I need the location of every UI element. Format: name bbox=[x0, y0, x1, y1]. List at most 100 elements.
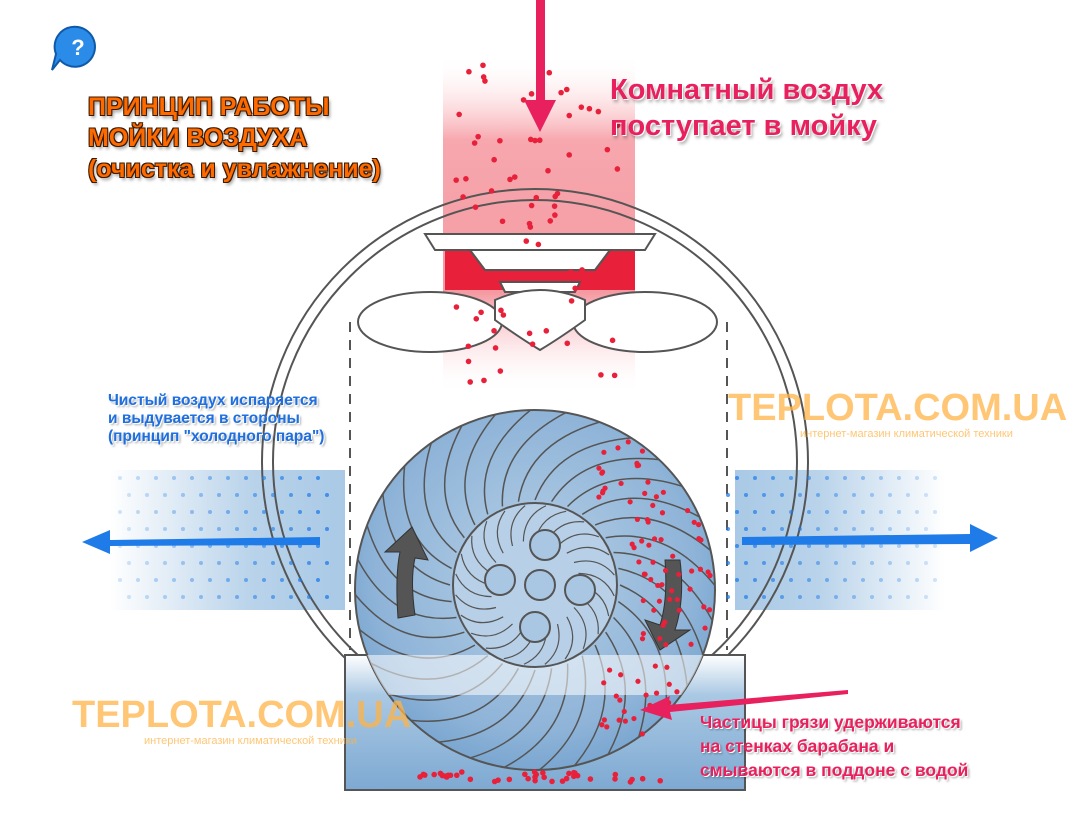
clean-air-droplet bbox=[897, 510, 901, 514]
clean-air-droplet bbox=[262, 510, 266, 514]
drum-blade bbox=[517, 419, 608, 502]
dirt-particle bbox=[664, 664, 670, 670]
dirt-particle bbox=[572, 285, 579, 292]
hub-blade bbox=[455, 573, 492, 598]
watermark-site: TEPLOTA.COM.UA bbox=[72, 694, 412, 736]
clean-air-droplet bbox=[316, 578, 320, 582]
clean-air-droplet bbox=[780, 527, 784, 531]
clean-air-droplet bbox=[888, 527, 892, 531]
dirt-particle bbox=[689, 568, 695, 574]
dirt-particle bbox=[702, 625, 708, 631]
dirt-particle bbox=[546, 69, 553, 76]
clean-air-droplet bbox=[888, 595, 892, 599]
dirt-particle bbox=[475, 133, 481, 140]
dirt-particle bbox=[465, 358, 472, 365]
dirt-particle bbox=[471, 140, 478, 146]
dirt-particle bbox=[460, 194, 466, 200]
clean-air-droplet bbox=[307, 595, 311, 599]
clean-air-droplet bbox=[235, 493, 239, 497]
drum-blade bbox=[581, 497, 708, 522]
clean-air-droplet bbox=[735, 578, 739, 582]
title-line: (очистка и увлажнение) bbox=[88, 155, 381, 183]
dirt-particle bbox=[601, 680, 607, 686]
dirt-particle bbox=[676, 571, 682, 578]
dirt-particle bbox=[443, 774, 450, 780]
clean-air-droplet bbox=[807, 578, 811, 582]
dirt-particle bbox=[566, 152, 573, 158]
clean-air-droplet bbox=[771, 544, 775, 548]
dirt-particle bbox=[635, 678, 641, 684]
clean-air-droplet bbox=[262, 578, 266, 582]
dirt-particle bbox=[660, 489, 666, 495]
dirt-particle bbox=[602, 485, 608, 491]
dirt-particle bbox=[529, 341, 536, 347]
title-line: МОЙКИ ВОЗДУХА bbox=[88, 124, 308, 152]
clean-air-droplet bbox=[118, 510, 122, 514]
dirt-particle bbox=[481, 377, 487, 384]
clean-air-droplet bbox=[127, 561, 131, 565]
dirt-particle bbox=[639, 448, 646, 454]
dirt-particle bbox=[498, 307, 504, 314]
clean-air-droplet bbox=[298, 578, 302, 582]
drum-blade bbox=[550, 457, 668, 503]
dirt-particle bbox=[652, 663, 658, 669]
clean-air-droplet bbox=[253, 561, 257, 565]
clean-air-droplet bbox=[163, 527, 167, 531]
dirt-particle bbox=[656, 598, 663, 604]
hub-blade bbox=[510, 505, 526, 547]
dirt-particle bbox=[563, 86, 570, 93]
dirt-label: Частицы грязи удерживаются на стенках ба… bbox=[700, 710, 968, 782]
dirt-particle bbox=[437, 770, 444, 777]
clean-air-droplet bbox=[271, 561, 275, 565]
clean-air-droplet bbox=[163, 493, 167, 497]
clean-air-droplet bbox=[744, 493, 748, 497]
clean-air-droplet bbox=[145, 561, 149, 565]
clean-air-droplet bbox=[825, 578, 829, 582]
clean-air-droplet bbox=[163, 595, 167, 599]
clean-air-droplet bbox=[870, 493, 874, 497]
clean-air-droplet bbox=[762, 493, 766, 497]
clean-air-droplet bbox=[298, 476, 302, 480]
dirt-particle bbox=[697, 566, 704, 572]
drum-blade bbox=[594, 516, 715, 557]
clean-air-droplet bbox=[208, 578, 212, 582]
intake-line: Комнатный воздух bbox=[610, 74, 884, 106]
dirt-particle bbox=[598, 372, 604, 378]
clean-air-droplet bbox=[280, 578, 284, 582]
dirt-particle bbox=[601, 717, 607, 723]
dirt-particle bbox=[688, 641, 694, 647]
dirt-particle bbox=[646, 542, 652, 548]
clean-air-droplet bbox=[199, 493, 203, 497]
clean-air-droplet bbox=[199, 561, 203, 565]
clean-air-droplet bbox=[307, 561, 311, 565]
title-line: ПРИНЦИП РАБОТЫ bbox=[88, 93, 330, 121]
dirt-particle bbox=[617, 697, 623, 703]
dirt-particle bbox=[655, 582, 661, 589]
clean-air-droplet bbox=[924, 561, 928, 565]
clean-air-droplet bbox=[753, 578, 757, 582]
hub-blade bbox=[578, 572, 615, 597]
clean-air-droplet bbox=[744, 561, 748, 565]
clean-air-droplet bbox=[753, 476, 757, 480]
dirt-particle bbox=[453, 772, 460, 779]
clean-air-droplet bbox=[235, 561, 239, 565]
watermark: TEPLOTA.COM.UA интернет-магазин климатич… bbox=[72, 695, 411, 747]
clean-air-droplet bbox=[834, 527, 838, 531]
dirt-particle bbox=[663, 642, 669, 648]
hub-blade bbox=[564, 616, 574, 660]
dirt-particle bbox=[696, 536, 702, 542]
dirt-particle bbox=[566, 770, 572, 777]
clean-air-droplet bbox=[199, 595, 203, 599]
dirt-particle bbox=[659, 510, 666, 516]
clean-air-droplet bbox=[271, 595, 275, 599]
dirt-particle bbox=[636, 559, 642, 565]
dirt-particle bbox=[648, 576, 654, 583]
hub-holes bbox=[484, 529, 596, 643]
question-icon[interactable]: ? bbox=[48, 22, 104, 72]
dirt-particle bbox=[420, 771, 427, 778]
intake-label: Комнатный воздух поступает в мойку bbox=[610, 72, 883, 144]
dirt-particle bbox=[568, 298, 575, 304]
clean-air-droplet bbox=[843, 544, 847, 548]
drum-blade bbox=[443, 417, 467, 539]
clean-air-droplet bbox=[834, 493, 838, 497]
